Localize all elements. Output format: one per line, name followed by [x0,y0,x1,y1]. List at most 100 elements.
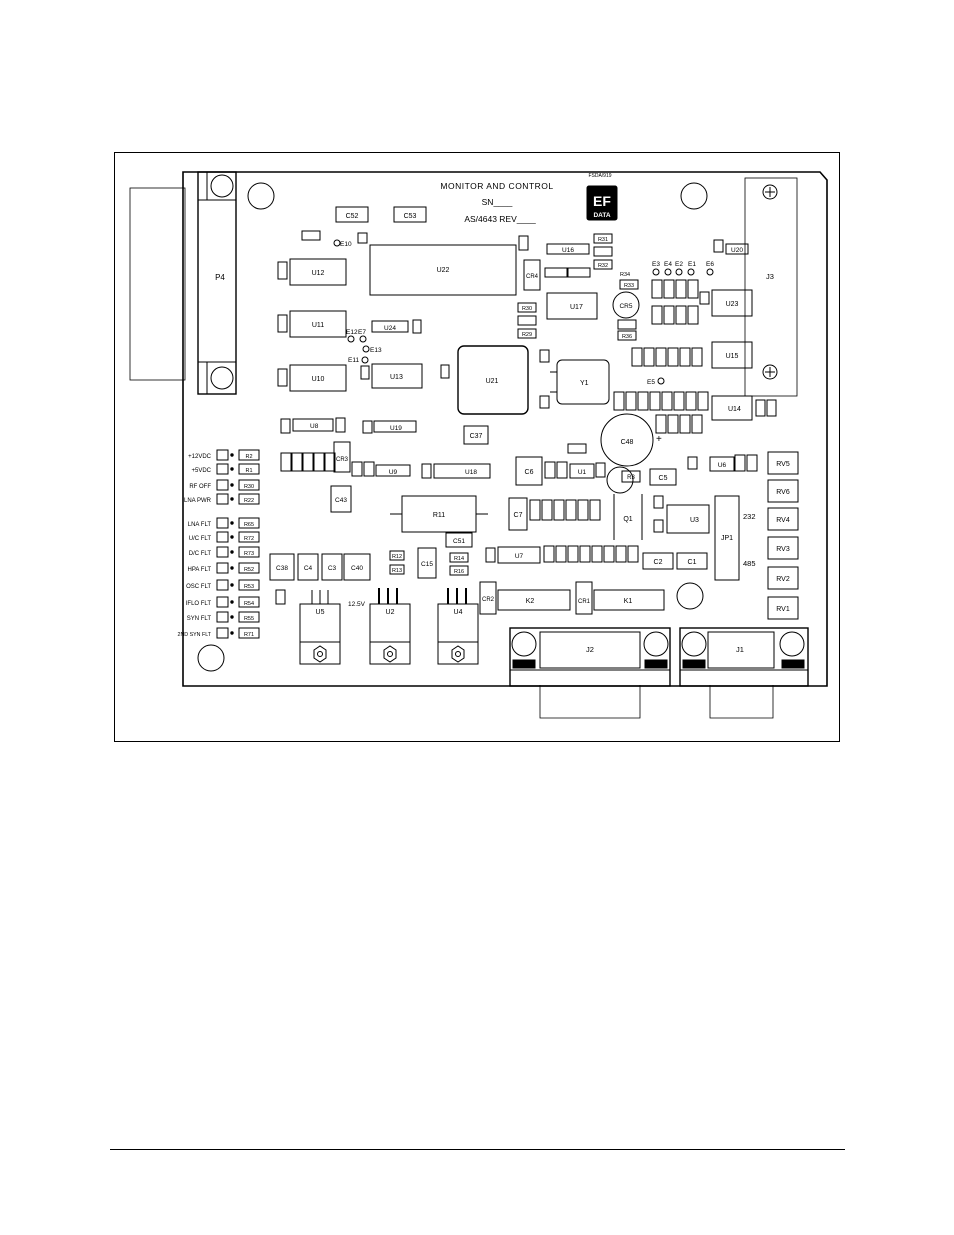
svg-text:U19: U19 [390,425,402,432]
mounting-hole [606,466,634,494]
svg-text:DATA: DATA [593,212,610,219]
svg-text:U21: U21 [486,378,499,385]
j3-label: J3 [766,272,774,281]
svg-text:CR2: CR2 [482,597,495,603]
svg-text:U18: U18 [465,469,477,476]
svg-text:C37: C37 [470,433,483,440]
ic-u8 [292,418,334,432]
status-led: U/C FLT R72 [189,531,260,543]
ic-u23 [711,289,753,317]
trimmer-rv5 [767,451,799,475]
led-label: LNA PWR [184,498,212,504]
led-resistor [238,479,260,491]
capacitor-c6 [515,456,543,486]
svg-text:C48: C48 [621,439,634,446]
jumper-jp1 [714,495,740,581]
svg-text:E7: E7 [358,329,366,336]
svg-text:C40: C40 [351,565,363,572]
svg-text:U22: U22 [437,267,450,274]
led-resistor-label: R53 [244,584,254,590]
svg-text:U5: U5 [316,609,325,616]
resistor-row-lower [543,545,639,563]
j1-shell [709,685,774,719]
svg-text:12.5V: 12.5V [348,601,366,608]
led-label: LNA FLT [188,522,212,528]
svg-text:C38: C38 [276,565,288,572]
led-resistor [238,627,260,639]
ic-u24 [371,320,409,333]
svg-text:E10: E10 [340,241,352,248]
led-indicator [216,517,229,529]
svg-text:RV2: RV2 [776,576,790,583]
ef-data-logo: EF DATA [586,185,618,221]
svg-text:C3: C3 [328,565,337,572]
led-label: +5VDC [191,468,211,474]
led-resistor-label: R2 [245,454,252,460]
resistor-row-center [529,499,601,521]
capacitor-c43 [330,485,352,513]
svg-text:C51: C51 [453,538,465,545]
ic-u18 [433,463,491,479]
diode-cr1 [575,581,593,615]
led-label: D/C FLT [189,551,212,557]
regulator-u2 [369,588,411,665]
svg-text:R33: R33 [624,283,634,289]
svg-text:U11: U11 [312,322,324,329]
svg-text:U12: U12 [312,270,325,277]
led-indicator [216,531,229,543]
svg-text:U17: U17 [570,304,583,311]
svg-text:U23: U23 [726,301,739,308]
ic-u7 [497,546,541,564]
svg-text:CR1: CR1 [578,599,591,605]
capacitor-c2 [642,552,674,570]
resistor-row-left [280,452,336,472]
capacitor-c53 [393,206,427,223]
svg-text:E12: E12 [346,329,358,336]
svg-text:U4: U4 [454,609,463,616]
led-label: IFLO FLT [186,601,212,607]
mounting-hole [676,582,704,610]
capacitor-c15 [417,547,437,579]
ic-u17 [546,292,598,320]
p4-connector [197,171,237,395]
connector-j2 [509,627,671,687]
capacitor-c52 [335,206,369,223]
ic-u9 [375,464,411,477]
mounting-hole [247,182,275,210]
capacitor-c38 [269,553,295,581]
svg-text:E13: E13 [370,347,382,354]
svg-text:EF: EF [593,193,611,209]
led-resistor-label: R72 [244,536,254,542]
board-assembly: AS/4643 REV____ [464,214,536,224]
p4-label: P4 [215,273,225,282]
svg-text:E6: E6 [706,261,714,268]
resistor-r3 [621,470,641,483]
led-indicator [216,627,229,639]
svg-text:E11: E11 [348,357,359,364]
svg-text:R12: R12 [392,554,402,560]
svg-text:U20: U20 [731,247,743,254]
svg-text:R29: R29 [522,332,532,338]
svg-text:R31: R31 [598,237,608,243]
board-serial: SN____ [482,197,513,207]
led-resistor [238,493,260,505]
led-indicator [216,493,229,505]
regulator-u4 [437,588,479,665]
led-resistor [238,517,260,529]
svg-text:J1: J1 [736,645,744,654]
svg-text:RV5: RV5 [776,461,790,468]
mounting-hole [680,182,708,210]
svg-text:R11: R11 [433,512,445,519]
led-indicator [216,611,229,623]
svg-text:U10: U10 [312,376,325,383]
led-indicator [216,596,229,608]
svg-text:U3: U3 [690,517,699,524]
led-label: U/C FLT [189,536,212,542]
svg-text:C2: C2 [654,559,663,566]
led-label: OSC FLT [186,584,211,590]
